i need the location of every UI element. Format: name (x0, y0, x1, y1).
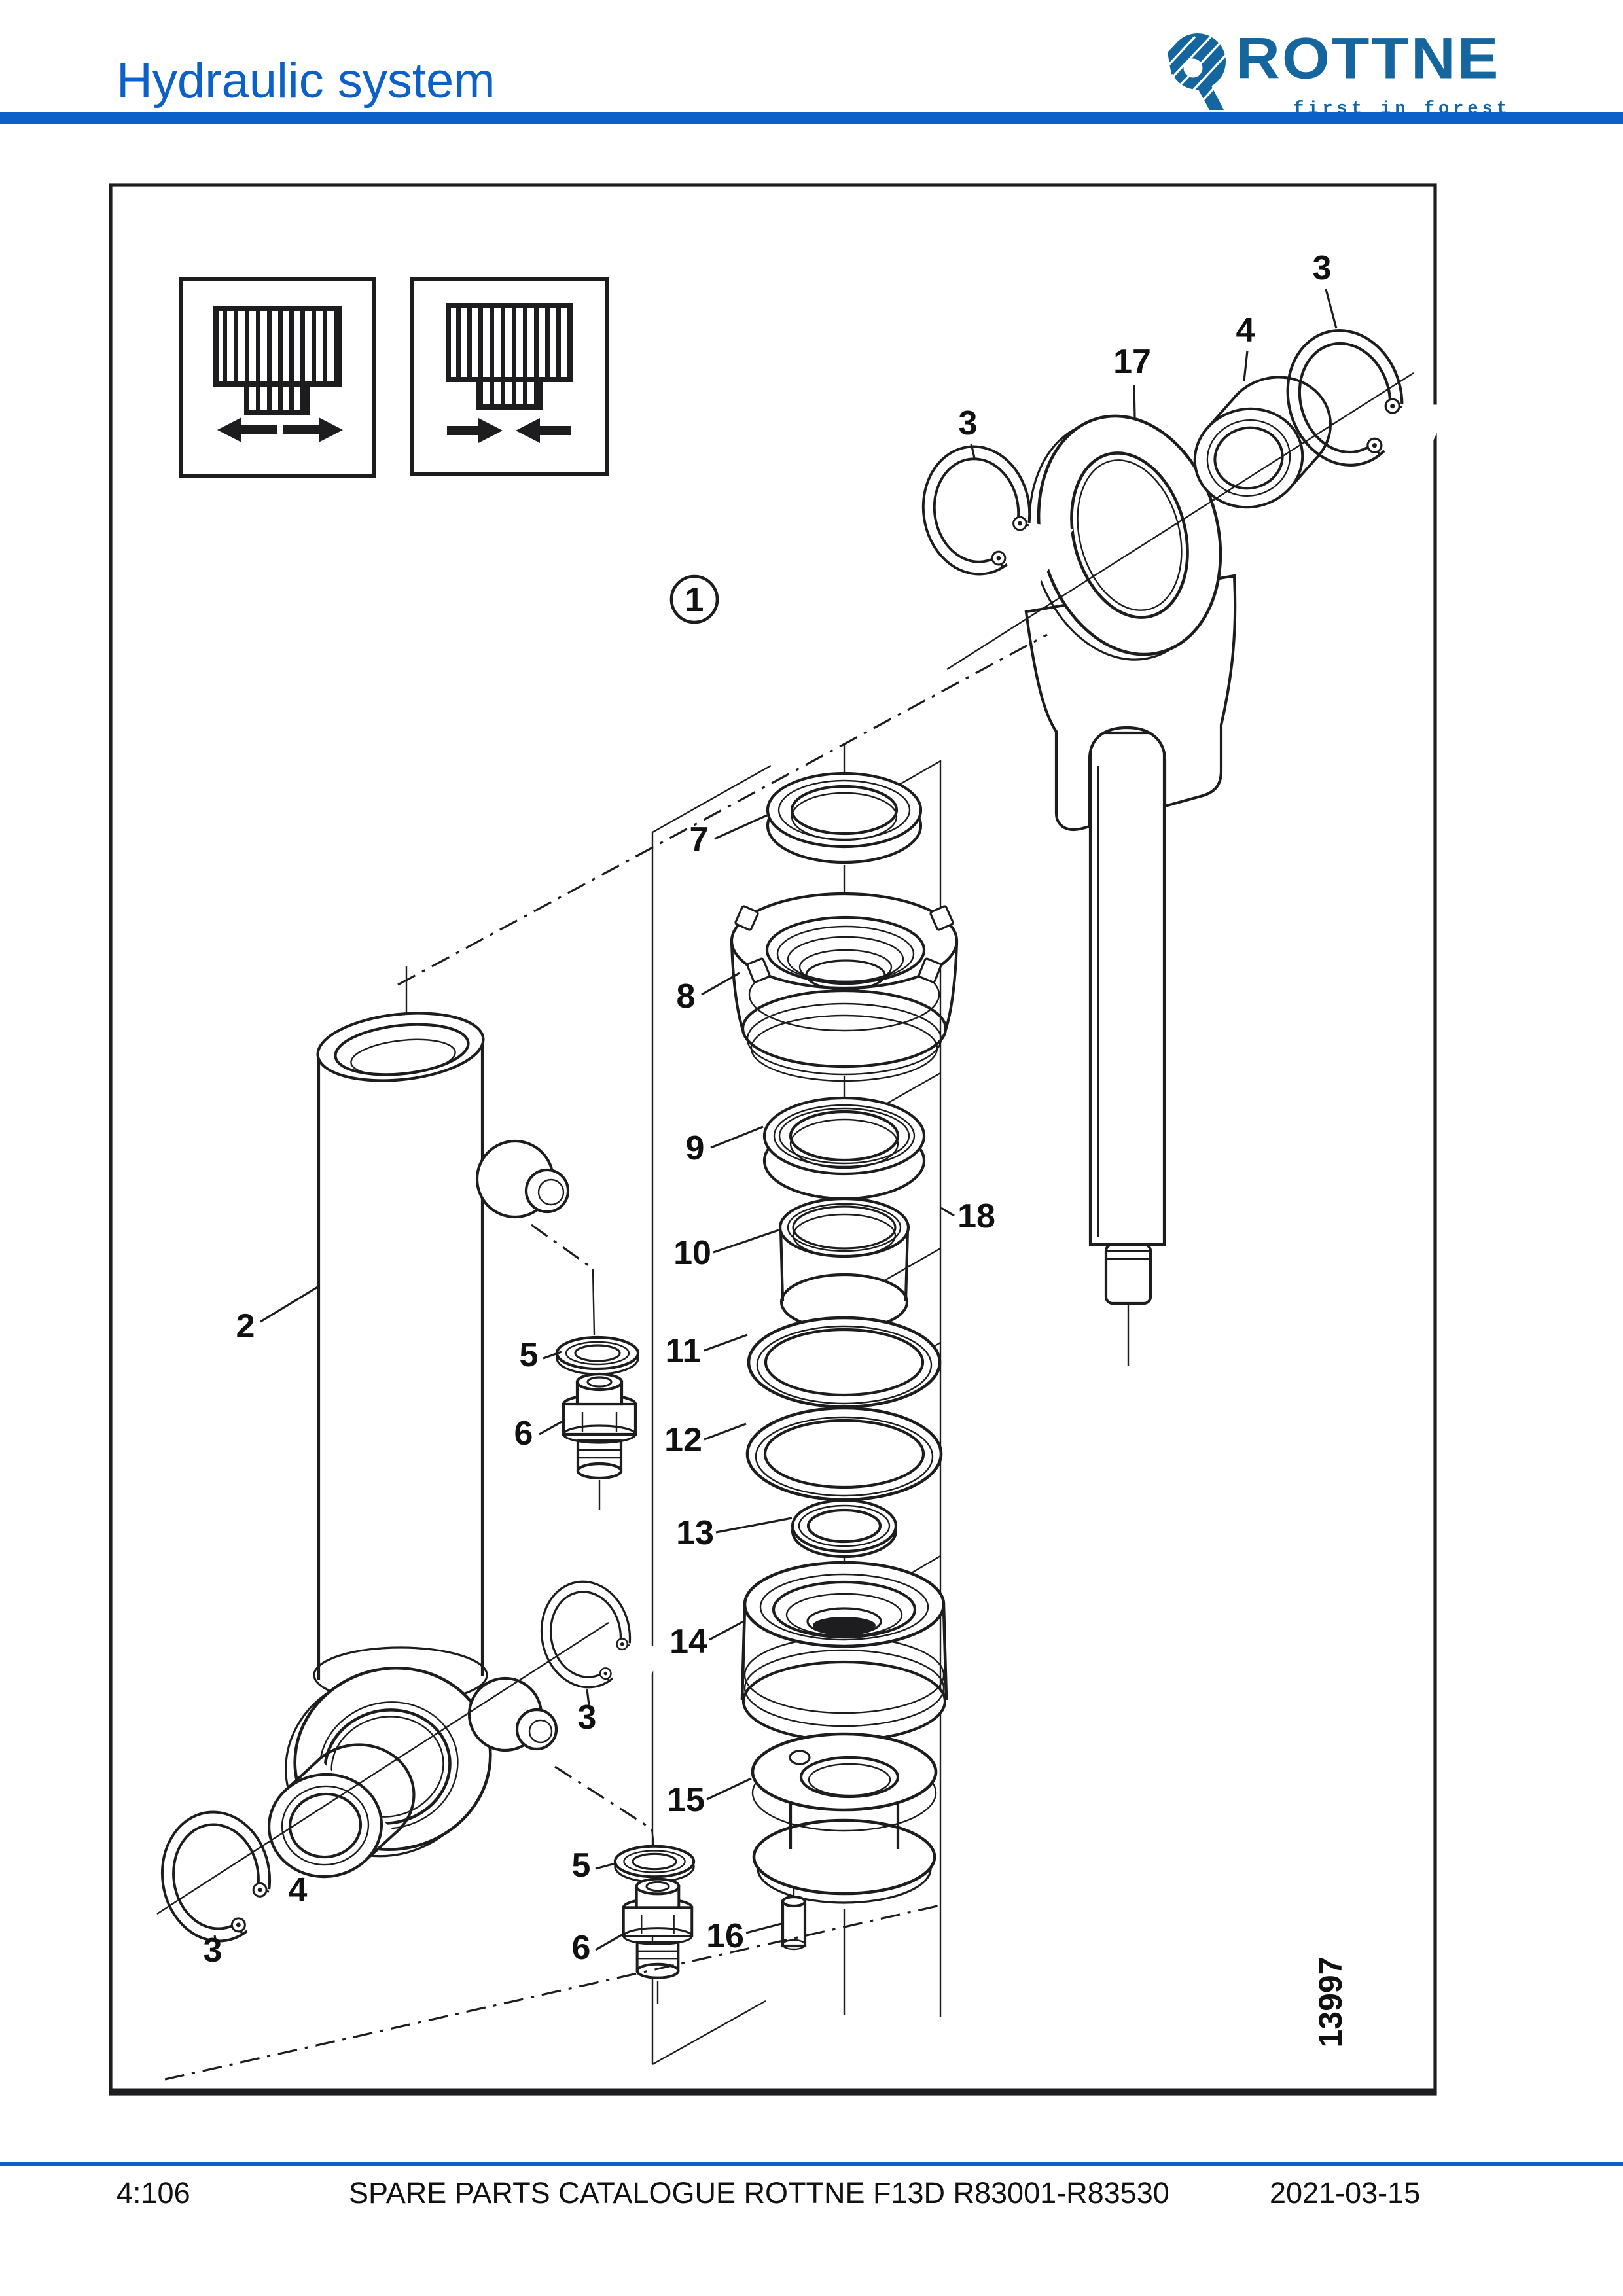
o-ring-large-drawing (747, 1316, 942, 1409)
callout-leaders (213, 289, 1338, 1951)
callout-labels: 3 4 17 3 2 7 8 9 10 11 12 13 14 18 15 16… (204, 249, 1332, 1969)
revision-date: 2021-03-15 (1270, 2176, 1421, 2210)
o-ring-large-2-drawing (745, 1406, 943, 1502)
callout-2: 2 (236, 1307, 255, 1345)
callout-5-upper: 5 (520, 1336, 539, 1374)
callout-14: 14 (669, 1623, 707, 1661)
callout-17: 17 (1113, 343, 1151, 381)
seal-direction-inward-icon (410, 277, 609, 476)
callout-3-upper-left: 3 (959, 404, 978, 442)
piston-rod-drawing (1024, 414, 1237, 1366)
cylinder-barrel-drawing (285, 966, 570, 1858)
callout-8: 8 (677, 978, 696, 1016)
callout-10: 10 (673, 1234, 711, 1272)
callout-3-top-right: 3 (1313, 249, 1332, 287)
drawing-number: 13997 (1312, 1956, 1349, 2047)
cylinder-head-nut-drawing (730, 892, 959, 1082)
callout-13: 13 (676, 1514, 714, 1552)
assembly-axis-lines (156, 372, 1414, 2081)
catalogue-title: SPARE PARTS CATALOGUE ROTTNE F13D R83001… (349, 2176, 1169, 2210)
callout-3-lower-left: 3 (204, 1932, 223, 1969)
port-washer-upper-drawing (557, 1337, 638, 1374)
callout-16: 16 (706, 1917, 744, 1955)
guide-bushing-drawing (778, 1197, 910, 1332)
circlip-top-right-drawing (1273, 306, 1468, 514)
backup-ring-drawing (791, 1498, 898, 1559)
page-title: Hydraulic system (116, 53, 495, 109)
footer-divider (0, 2162, 1623, 2166)
header-divider (0, 112, 1623, 124)
piston-end-gland-drawing (751, 1732, 938, 1904)
seal-direction-outward-icon (179, 277, 376, 478)
callout-12: 12 (664, 1421, 702, 1459)
figure-border (109, 183, 1437, 2096)
callout-4-top: 4 (1236, 311, 1255, 349)
callout-18: 18 (957, 1197, 995, 1235)
rottne-r-mark-icon (1160, 33, 1232, 110)
callout-11: 11 (666, 1332, 702, 1370)
callout-9: 9 (686, 1129, 705, 1167)
piston-rod-seal-drawing (762, 1096, 926, 1201)
page-number: 4:106 (116, 2176, 190, 2210)
assembly-balloon: 1 (669, 574, 719, 624)
callout-4-lower: 4 (289, 1871, 308, 1909)
callout-6-lower: 6 (572, 1929, 591, 1967)
callout-15: 15 (667, 1781, 705, 1819)
port-washer-lower-drawing (615, 1846, 694, 1882)
piston-drawing (740, 1561, 948, 1742)
callout-6-upper: 6 (514, 1415, 533, 1453)
logo-brand-text: ROTTNE (1236, 25, 1501, 91)
callout-balloon-1: 1 (685, 581, 704, 619)
port-nipple-upper-drawing (563, 1374, 635, 1478)
callout-7: 7 (690, 821, 709, 858)
callout-5-lower: 5 (572, 1846, 591, 1884)
rod-wiper-seal-drawing (766, 771, 923, 864)
cushion-pin-drawing (781, 1895, 807, 1951)
circlip-lower-right-drawing (532, 1567, 678, 1724)
callout-3-lower-right: 3 (578, 1699, 597, 1737)
